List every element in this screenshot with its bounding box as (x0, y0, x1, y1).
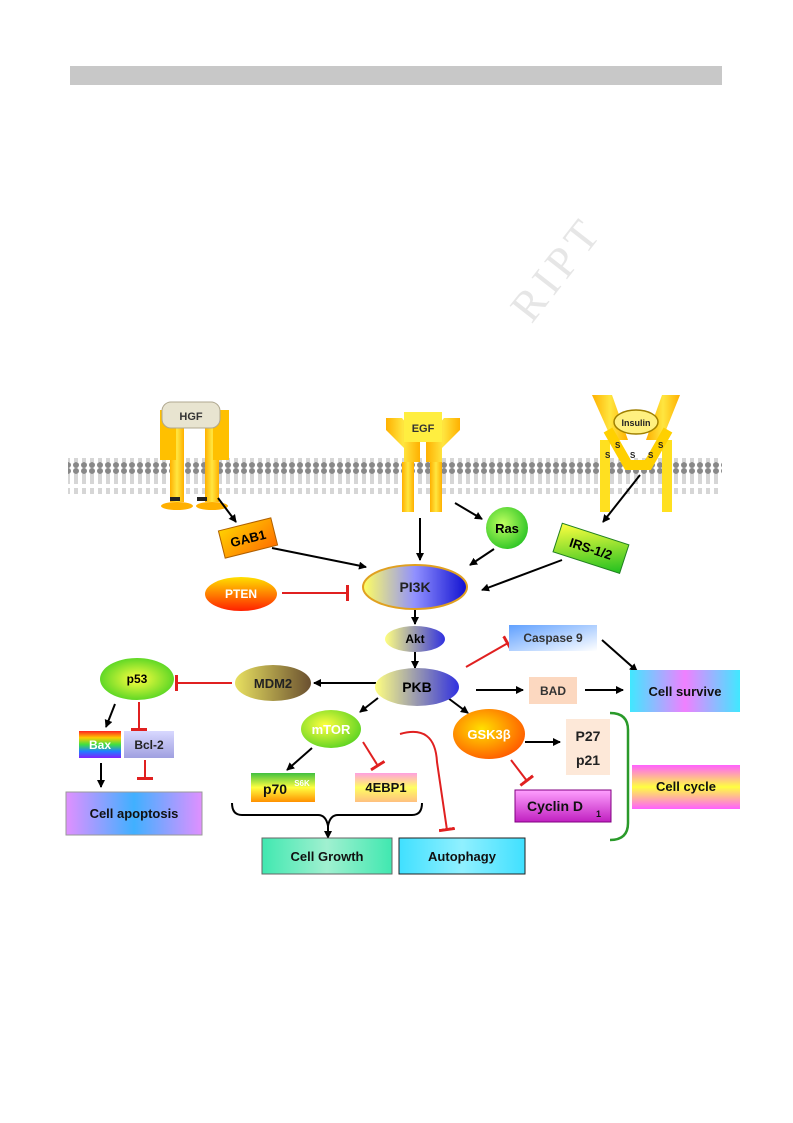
node-mdm2: MDM2 (235, 665, 311, 701)
node-p70s6k: p70 S6K (251, 773, 315, 802)
p21-label: p21 (576, 752, 600, 768)
header-bar (70, 66, 722, 85)
node-bad: BAD (529, 677, 577, 704)
activation-arrows (97, 474, 641, 788)
svg-text:mTOR: mTOR (312, 722, 351, 737)
cyclin-subscript: 1 (596, 809, 601, 819)
svg-text:MDM2: MDM2 (254, 676, 292, 691)
p70-superscript: S6K (294, 779, 310, 788)
outcome-cell-cycle: Cell cycle (632, 765, 740, 809)
node-gab1: GAB1 (217, 517, 279, 559)
s-bond-5: S (658, 441, 664, 450)
node-pten: PTEN (205, 577, 277, 611)
outcome-cell-growth: Cell Growth (261, 837, 393, 875)
svg-text:Bax: Bax (89, 738, 111, 752)
svg-text:Ras: Ras (495, 521, 519, 536)
node-p53: p53 (100, 658, 174, 700)
node-ras: Ras (486, 507, 528, 549)
cell-growth-brace (231, 802, 423, 827)
node-akt: Akt (385, 626, 445, 652)
svg-text:Cell cycle: Cell cycle (656, 779, 716, 794)
svg-text:PTEN: PTEN (225, 587, 257, 601)
svg-text:Cell survive: Cell survive (649, 684, 722, 699)
node-irs: IRS-1/2 (552, 522, 630, 575)
hgf-receptor: HGF (160, 401, 229, 510)
svg-text:PI3K: PI3K (399, 579, 430, 595)
p70-label: p70 (263, 781, 287, 797)
node-bcl2: Bcl-2 (124, 731, 174, 758)
node-pi3k: PI3K (362, 564, 468, 610)
p27-label: P27 (576, 728, 601, 744)
node-caspase9: Caspase 9 (509, 625, 597, 651)
cyclin-label: Cyclin D (527, 798, 583, 814)
outcome-cell-survive: Cell survive (630, 670, 740, 712)
svg-text:Cell apoptosis: Cell apoptosis (90, 806, 179, 821)
node-mtor: mTOR (301, 710, 361, 748)
egf-label: EGF (412, 423, 435, 435)
insulin-label: Insulin (622, 418, 651, 428)
cell-cycle-bracket (609, 711, 630, 842)
svg-text:Caspase 9: Caspase 9 (523, 631, 583, 645)
node-gsk3b: GSK3β (453, 709, 525, 759)
node-4ebp1: 4EBP1 (355, 773, 417, 802)
hgf-label: HGF (179, 411, 203, 423)
inhibition-arrows (131, 585, 534, 833)
egf-receptor: EGF (386, 412, 460, 512)
svg-text:Cell Growth: Cell Growth (291, 849, 364, 864)
node-p27-p21: P27 p21 (566, 719, 610, 775)
node-cyclin-d1: Cyclin D 1 (514, 789, 612, 823)
svg-text:Autophagy: Autophagy (428, 849, 497, 864)
svg-text:PKB: PKB (402, 679, 432, 695)
s-bond-4: S (648, 451, 654, 460)
node-bax: Bax (79, 731, 121, 758)
node-pkb: PKB (375, 668, 459, 706)
s-bond-2: S (605, 451, 611, 460)
svg-text:Akt: Akt (405, 632, 424, 646)
svg-text:GSK3β: GSK3β (467, 727, 510, 742)
svg-text:Bcl-2: Bcl-2 (134, 738, 164, 752)
svg-text:p53: p53 (127, 672, 148, 686)
svg-text:4EBP1: 4EBP1 (365, 780, 406, 795)
insulin-receptor: Insulin S S S S S (592, 395, 680, 512)
hgf-ligand (161, 401, 221, 429)
svg-text:BAD: BAD (540, 684, 566, 698)
s-bond-3: S (630, 451, 636, 460)
outcome-cell-apoptosis: Cell apoptosis (65, 791, 203, 836)
outcome-autophagy: Autophagy (398, 837, 526, 875)
s-bond-1: S (615, 441, 621, 450)
